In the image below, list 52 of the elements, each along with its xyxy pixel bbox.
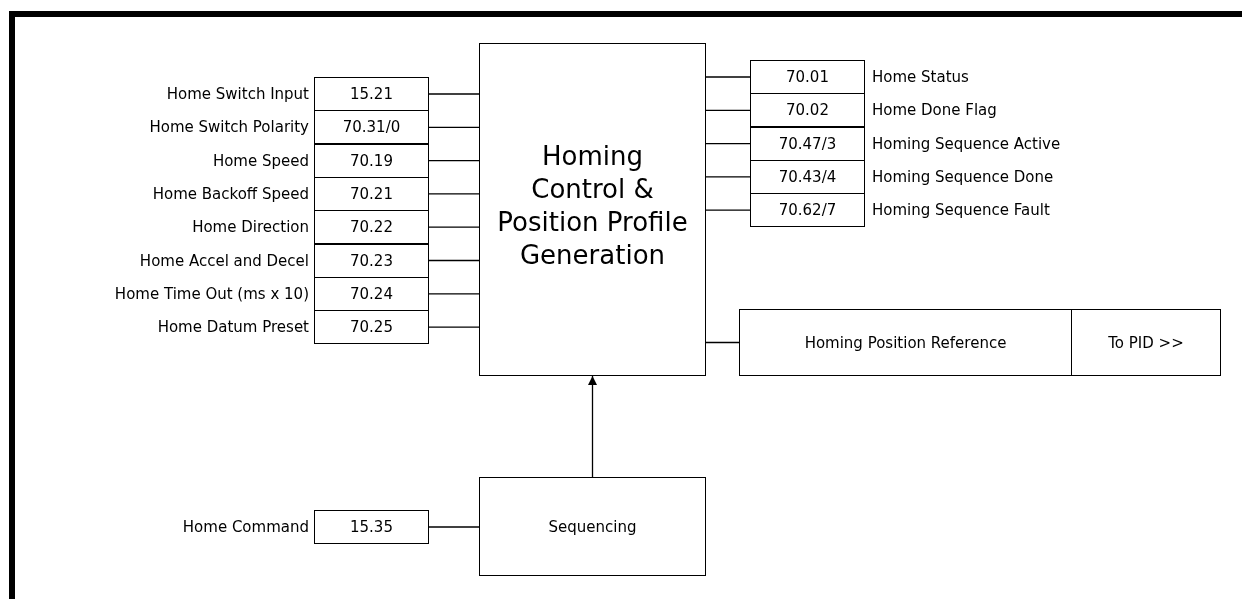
connector-line xyxy=(428,259,480,262)
parameter-number: 70.24 xyxy=(349,284,394,303)
block-title: Homing Control & Position Profile Generation xyxy=(496,139,689,272)
parameter-number: 15.21 xyxy=(349,85,394,103)
parameter-number: 15.35 xyxy=(349,518,394,536)
parameter-number: 70.02 xyxy=(785,101,830,120)
connector-line xyxy=(705,142,751,145)
parameter-number: 70.25 xyxy=(349,318,394,337)
parameter-number: 70.21 xyxy=(349,184,394,203)
connector-line xyxy=(705,109,751,111)
connector-line xyxy=(705,209,751,211)
connector-line xyxy=(428,126,480,128)
connector-line xyxy=(428,193,480,195)
parameter-number: 70.43/4 xyxy=(777,167,838,186)
parameter-label: Home Switch Polarity xyxy=(149,118,309,137)
parameter-label: Home Command xyxy=(182,518,309,536)
block-label: Homing Position Reference xyxy=(803,333,1008,352)
parameter-label: Home Backoff Speed xyxy=(152,184,309,203)
block-label: Sequencing xyxy=(547,517,638,536)
parameter-number: 70.22 xyxy=(349,218,394,237)
parameter-number: 70.62/7 xyxy=(777,201,838,220)
parameter-label: Home Accel and Decel xyxy=(139,251,309,270)
connector-line xyxy=(705,341,740,344)
output-block xyxy=(739,309,1072,376)
block-label: To PID >> xyxy=(1107,333,1185,352)
parameter-number: 70.01 xyxy=(785,68,830,86)
parameter-label: Home Status xyxy=(872,68,969,86)
parameter-label: Home Datum Preset xyxy=(157,318,309,337)
parameter-label: Homing Sequence Done xyxy=(872,167,1054,186)
connector-line xyxy=(705,176,751,178)
connector-line xyxy=(428,159,480,162)
parameter-label: Home Switch Input xyxy=(166,85,309,103)
parameter-label: Home Time Out (ms x 10) xyxy=(114,284,309,303)
parameter-label: Homing Sequence Active xyxy=(872,134,1061,153)
parameter-number: 70.47/3 xyxy=(777,134,838,153)
parameter-label: Home Speed xyxy=(212,151,309,170)
connector-line xyxy=(428,226,480,228)
arrow xyxy=(588,375,597,478)
process-block xyxy=(479,43,706,376)
output-block xyxy=(1071,309,1221,376)
parameter-number: 70.23 xyxy=(349,251,394,270)
connector-line xyxy=(428,526,480,528)
connector-line xyxy=(428,93,480,95)
parameter-label: Home Done Flag xyxy=(872,101,997,120)
parameter-number: 70.31/0 xyxy=(341,118,402,137)
connector-line xyxy=(428,293,480,295)
connector-line xyxy=(705,76,751,78)
connector-line xyxy=(428,326,480,328)
parameter-number: 70.19 xyxy=(349,151,394,170)
parameter-label: Homing Sequence Fault xyxy=(872,201,1050,220)
process-block xyxy=(479,477,706,576)
parameter-label: Home Direction xyxy=(192,218,309,237)
